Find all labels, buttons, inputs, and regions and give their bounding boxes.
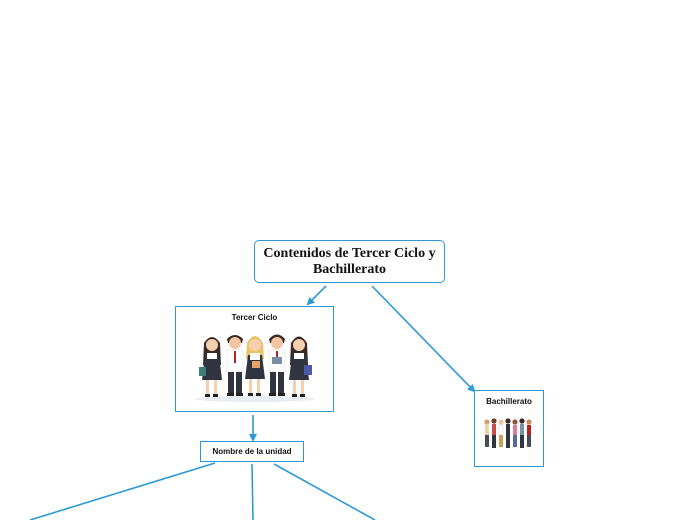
connector-unidad-to-middle-child [251, 463, 254, 520]
topic-tercer-ciclo-label: Tercer Ciclo [231, 313, 278, 322]
teen-6 [519, 418, 525, 448]
topic-tercer-ciclo[interactable]: Tercer Ciclo [175, 306, 334, 412]
student-2 [226, 335, 244, 396]
connector-root-to-tercer-ciclo [306, 285, 327, 306]
teen-5 [512, 419, 518, 447]
student-5 [289, 336, 312, 397]
topic-nombre-de-la-unidad[interactable]: Nombre de la unidad [200, 441, 304, 462]
root-topic[interactable]: Contenidos de Tercer Ciclo y Bachillerat… [254, 240, 445, 283]
topic-bachillerato[interactable]: Bachillerato [474, 390, 544, 467]
student-4 [268, 334, 286, 396]
teen-7 [526, 419, 532, 447]
root-topic-label: Contenidos de Tercer Ciclo y Bachillerat… [263, 246, 436, 277]
topic-bachillerato-label: Bachillerato [486, 397, 532, 406]
connector-root-to-bachillerato [371, 285, 476, 393]
teen-1 [484, 419, 490, 447]
topic-nombre-de-la-unidad-label: Nombre de la unidad [212, 447, 292, 456]
students-row-illustration [484, 418, 532, 448]
teen-4 [505, 418, 511, 448]
connector-unidad-to-left-child [29, 462, 216, 520]
teen-3 [498, 419, 504, 447]
student-3 [245, 336, 265, 396]
teen-2 [491, 418, 497, 448]
connector-unidad-to-right-child [273, 463, 376, 520]
students-group-illustration [195, 334, 315, 402]
student-1 [199, 337, 222, 397]
